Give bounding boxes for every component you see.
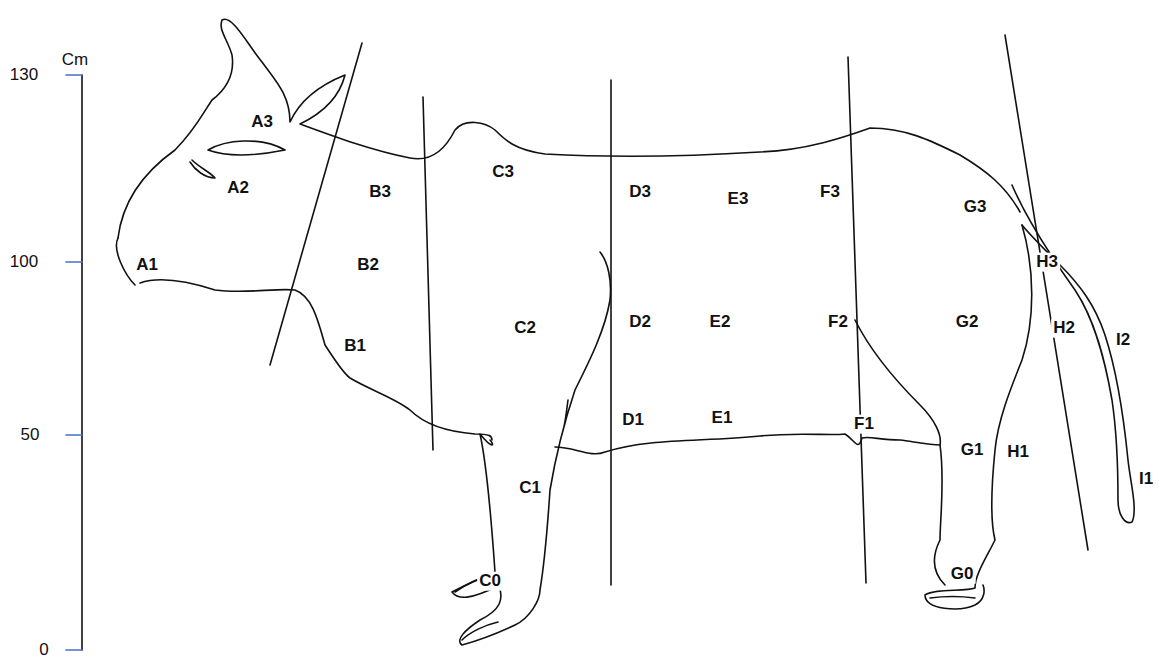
region-label: A3 [249, 113, 275, 132]
cow-hoof-lines [455, 575, 975, 640]
region-label: C1 [517, 479, 543, 498]
region-label: D2 [627, 313, 653, 332]
region-label: D3 [627, 183, 653, 202]
region-label: F1 [852, 415, 876, 434]
cow-front-legs [452, 252, 611, 645]
region-label: B2 [355, 256, 381, 275]
region-label: E2 [708, 313, 733, 332]
region-label: F3 [818, 183, 842, 202]
region-label: A2 [225, 179, 251, 198]
division-lines [270, 35, 1088, 585]
region-label: E1 [710, 409, 735, 428]
region-label: C3 [490, 163, 516, 182]
region-label: B3 [367, 183, 393, 202]
region-label: I1 [1137, 470, 1155, 489]
region-label: E3 [726, 190, 751, 209]
region-label: G0 [949, 565, 976, 584]
region-label: I2 [1114, 331, 1132, 350]
region-label: H3 [1034, 253, 1060, 272]
scale-label: 130 [8, 66, 40, 85]
cow-hindquarter [925, 225, 1032, 609]
region-label: H1 [1005, 443, 1031, 462]
scale-label: 0 [37, 641, 50, 660]
region-label: G2 [954, 313, 981, 332]
cow-belly [555, 434, 940, 454]
cow-head [118, 19, 1020, 238]
region-label: G1 [959, 441, 986, 460]
region-label: F2 [826, 313, 850, 332]
region-label: C2 [512, 319, 538, 338]
cow-hind-leg [855, 320, 945, 585]
cow-eye [208, 141, 285, 155]
region-label: A1 [134, 256, 160, 275]
region-label: C0 [477, 572, 503, 591]
cow-nostril [190, 160, 215, 178]
region-label: H2 [1051, 319, 1077, 338]
scale-label: 100 [8, 253, 40, 272]
scale-label: Cm [60, 51, 90, 70]
region-label: B1 [342, 337, 368, 356]
scale-ticks [66, 75, 82, 650]
region-label: G3 [962, 198, 989, 217]
cow-outline [116, 238, 492, 440]
scale-label: 50 [19, 426, 42, 445]
region-label: D1 [620, 411, 646, 430]
scale-axis [81, 75, 83, 650]
cow-tail [1012, 185, 1134, 523]
